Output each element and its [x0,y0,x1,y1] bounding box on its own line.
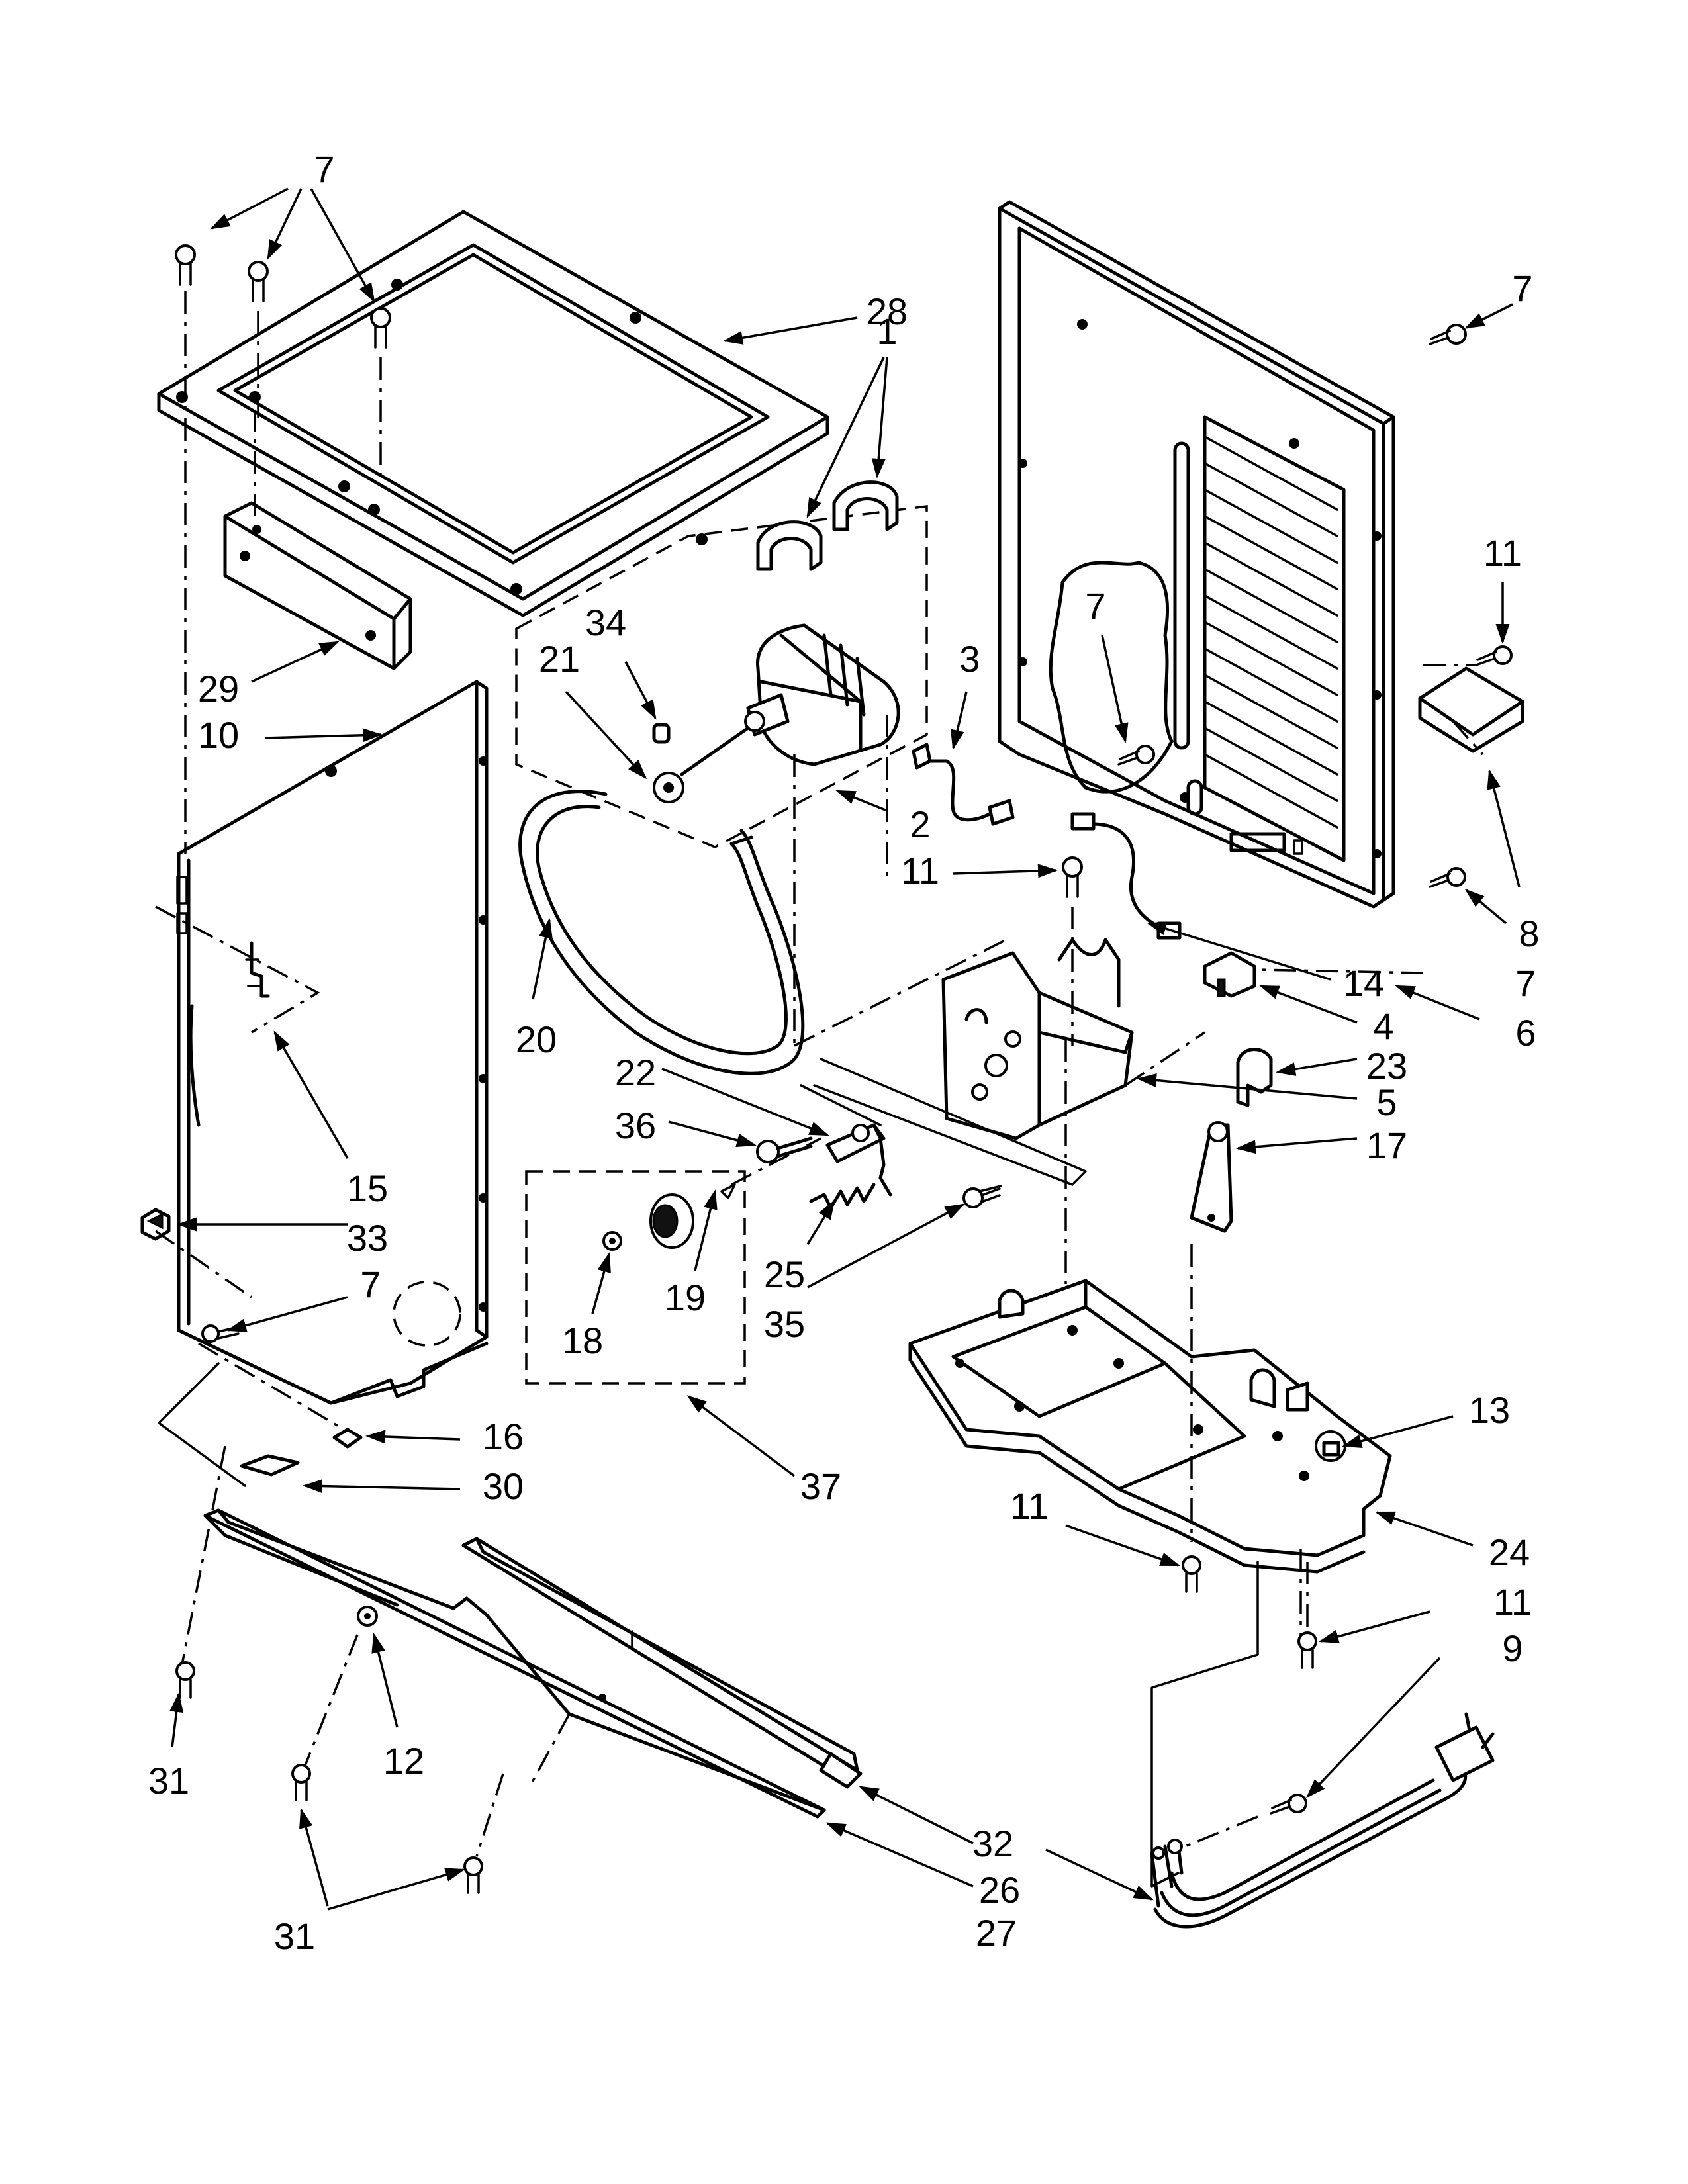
idler-bracket [1190,1121,1233,1233]
screw-cord [1270,1794,1307,1815]
screw-bottom-2 [291,1764,311,1801]
callout-4: 4 [1373,1005,1393,1047]
left-side-panel [176,680,489,1405]
callout-11: 11 [901,850,939,891]
callout-14: 14 [1343,962,1384,1004]
screw-bottom-1 [175,1661,195,1699]
callout-31: 31 [274,1915,315,1957]
callout-29: 29 [198,668,239,709]
callout-labels: 7 28 1 7 11 7 34 21 3 29 10 2 11 8 14 7 … [148,148,1540,1957]
callout-11: 11 [1483,532,1522,574]
idler-assembly-outline [525,1170,746,1385]
callout-33: 33 [347,1217,388,1259]
callout-12: 12 [383,1740,424,1782]
callout-7: 7 [314,148,334,190]
screw-mid-1 [1062,856,1083,898]
callout-7: 7 [1085,585,1105,627]
callout-17: 17 [1366,1124,1407,1166]
rear-panel-wire [1070,812,1182,940]
side-panel-fasteners [140,1208,240,1343]
top-panel [157,210,829,617]
bracket-screw [962,1187,1001,1208]
callout-7: 7 [1515,962,1536,1004]
callout-3: 3 [959,638,980,680]
callout-26: 26 [979,1869,1020,1911]
screw-base-1 [1182,1555,1201,1593]
drive-belt [518,790,805,1075]
callout-2: 2 [910,803,930,845]
bottom-clips [240,1428,363,1477]
leader-arrows [169,187,1521,1911]
screw-rear-3 [1117,745,1155,766]
motor-mount-bracket [941,938,1134,1140]
callout-11: 11 [1493,1581,1532,1623]
screw-top-3 [370,307,391,349]
callout-1: 1 [876,310,897,352]
front-rail-nut [357,1606,378,1627]
screw-rear-2 [1475,645,1513,666]
motor-assembly-outline [515,505,928,848]
callout-37: 37 [800,1465,841,1507]
callout-35: 35 [764,1303,805,1345]
top-panel-bracket [223,501,412,670]
callout-36: 36 [615,1105,656,1146]
callout-34: 34 [585,602,626,643]
idler-arm [825,1123,892,1197]
base-pan [908,1279,1392,1574]
callout-6: 6 [1515,1012,1536,1054]
screw-set [175,244,1513,1894]
idler-pulley [602,1183,736,1251]
callout-21: 21 [539,638,580,680]
rear-panel-louvers [1203,415,1346,862]
callout-7: 7 [360,1263,381,1305]
drive-motor [680,623,900,776]
motor-pulley [652,723,684,803]
callout-15: 15 [347,1167,388,1209]
callout-28: 28 [867,291,908,332]
callout-10: 10 [198,714,239,756]
motor-wire-harness [912,743,1015,826]
callout-27: 27 [976,1912,1017,1954]
callout-13: 13 [1469,1389,1510,1431]
callout-31: 31 [148,1760,189,1801]
callout-25: 25 [764,1253,805,1295]
screw-rear-1 [1429,324,1467,345]
idler-bolt [756,1136,813,1163]
rear-panel [998,200,1395,909]
screw-top-2 [248,261,269,302]
power-cord [1150,1712,1495,1929]
side-panel-clip [245,941,270,998]
screw-rear-4 [1429,867,1466,888]
motor-switch [1203,951,1273,1107]
callout-32: 32 [972,1823,1013,1864]
callout-22: 22 [615,1052,656,1093]
callout-16: 16 [483,1416,524,1457]
callout-30: 30 [483,1465,524,1507]
screw-bottom-3 [463,1856,483,1894]
front-cross-rail [461,1537,863,1789]
callout-11: 11 [1010,1485,1049,1527]
rear-small-bracket [1418,666,1524,753]
callout-24: 24 [1489,1531,1530,1573]
callout-7: 7 [1512,267,1532,309]
callout-5: 5 [1376,1081,1397,1123]
callout-18: 18 [562,1320,603,1361]
callout-23: 23 [1366,1045,1407,1087]
screw-base-2 [1297,1631,1317,1669]
callout-9: 9 [1502,1627,1523,1669]
callout-8: 8 [1519,913,1539,954]
callout-20: 20 [516,1019,557,1060]
idler-spring [809,1183,876,1210]
callout-19: 19 [665,1277,706,1318]
assembly-lines [155,291,1484,1888]
motor-clips [756,480,899,571]
screw-top-1 [175,244,196,286]
